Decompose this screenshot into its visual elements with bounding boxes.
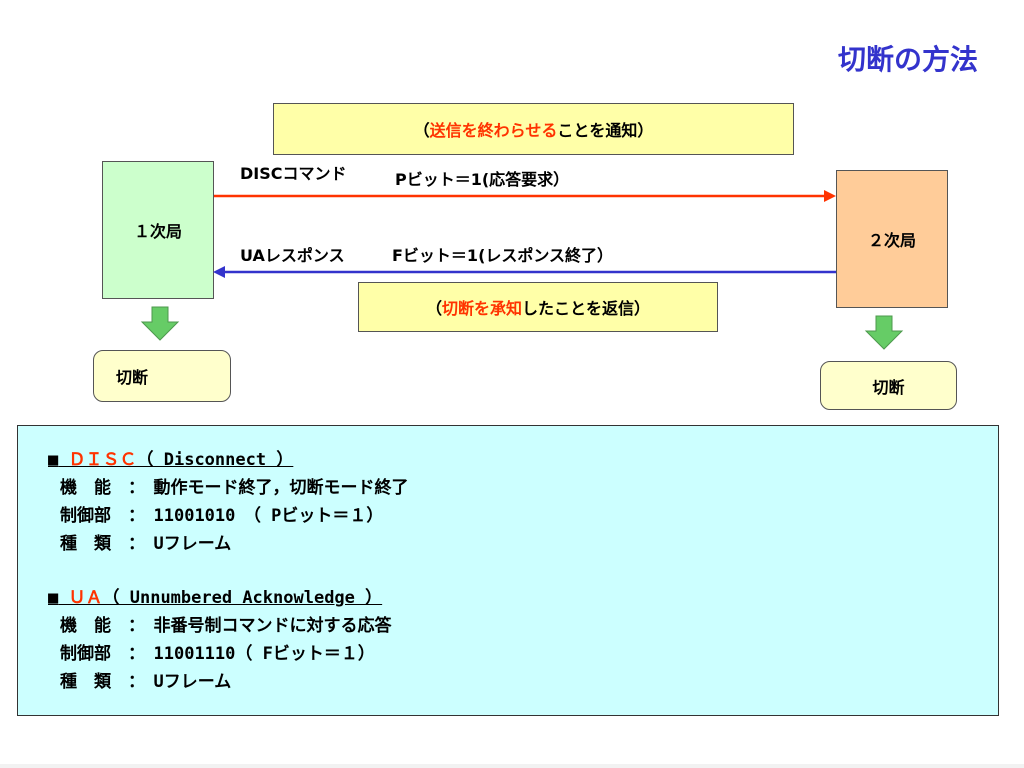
secondary-station-label: ２次局 — [867, 231, 916, 250]
primary-station-label: １次局 — [133, 222, 182, 241]
ua-response-label: UAレスポンス — [240, 246, 345, 265]
ua-control: 制御部 ： 11001110（ Fビット＝１） — [60, 644, 375, 664]
ack-reply-note: （切断を承知したことを返信） — [358, 282, 718, 332]
disconnect-box-left: 切断 — [93, 350, 231, 402]
secondary-station: ２次局 — [836, 170, 948, 308]
disc-type: 種 類 ： Uフレーム — [60, 534, 232, 554]
page-title: 切断の方法 — [837, 43, 978, 76]
disconnect-box-right: 切断 — [820, 361, 957, 410]
down-arrow-left — [140, 306, 180, 341]
ua-arrow — [213, 266, 836, 278]
disconnect-label: 切断 — [116, 368, 149, 387]
disc-function: 機 能 ： 動作モード終了，切断モード終了 — [60, 478, 409, 498]
disc-arrow — [214, 190, 836, 202]
disconnect-label: 切断 — [872, 377, 905, 397]
disc-heading: ■ ＤＩＳＣ（ Disconnect ） — [48, 446, 293, 474]
down-arrow-right — [864, 315, 904, 350]
note-highlight: 送信を終わらせる — [429, 121, 558, 140]
disc-pbit-label: Pビット＝1(応答要求） — [395, 170, 570, 189]
disc-paren: （ Disconnect ） — [136, 450, 294, 470]
primary-station: １次局 — [102, 161, 214, 299]
note-open: （ — [425, 299, 442, 318]
frame-definitions-panel: ■ ＤＩＳＣ（ Disconnect ） 機 能 ： 動作モード終了，切断モード… — [17, 425, 999, 716]
disc-command-label: DISCコマンド — [240, 164, 347, 183]
ua-heading: ■ ＵＡ（ Unnumbered Acknowledge ） — [48, 584, 382, 612]
bullet-icon: ■ — [48, 450, 59, 470]
ua-function: 機 能 ： 非番号制コマンドに対する応答 — [60, 616, 392, 636]
ua-name: ＵＡ — [68, 588, 103, 608]
ua-paren: （ Unnumbered Acknowledge ） — [102, 588, 383, 608]
note-highlight: 切断を承知 — [441, 299, 522, 318]
disc-name: ＤＩＳＣ — [68, 450, 137, 470]
note-rest: ことを通知） — [557, 121, 654, 140]
ua-fbit-label: Fビット＝1(レスポンス終了） — [392, 246, 614, 265]
note-rest: したことを返信） — [522, 299, 651, 318]
notify-end-note: （送信を終わらせることを通知） — [273, 103, 794, 155]
disc-control: 制御部 ： 11001010 （ Pビット＝１） — [60, 506, 384, 526]
bullet-icon: ■ — [48, 588, 59, 608]
footer-divider — [0, 764, 1024, 768]
ua-type: 種 類 ： Uフレーム — [60, 672, 232, 692]
note-open: （ — [413, 121, 430, 140]
